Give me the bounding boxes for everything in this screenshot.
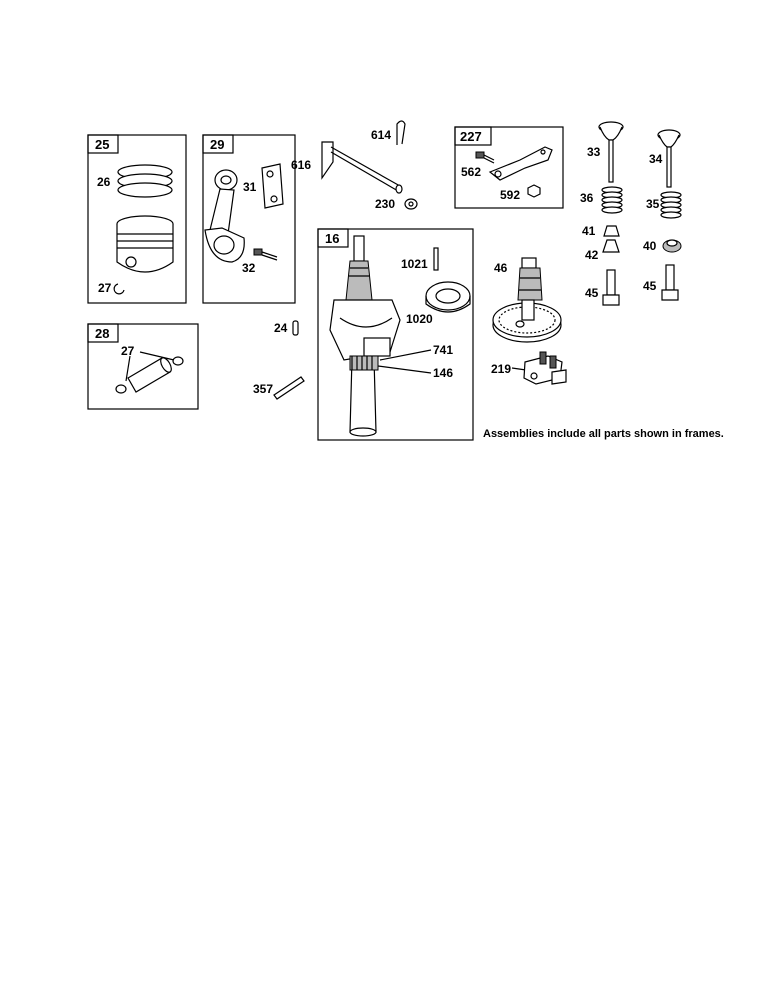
nut-icon <box>527 184 541 198</box>
governor-219-group: 219 <box>491 351 567 385</box>
part-146-label: 146 <box>433 366 453 380</box>
valve-spring-a-drawing <box>601 186 623 214</box>
part-40-label: 40 <box>643 239 657 253</box>
part-26-label: 26 <box>97 175 111 189</box>
part-592-label: 592 <box>500 188 520 202</box>
loose-parts-group: 24 357 <box>253 320 305 400</box>
part-41-label: 41 <box>582 224 596 238</box>
frame-16-label: 16 <box>325 231 339 246</box>
frame-16-crankshaft: 16 1021 1020 741 146 <box>317 228 474 441</box>
counterweight-ring-drawing <box>425 281 471 313</box>
part-46-label: 46 <box>494 261 508 275</box>
frame-25-label: 25 <box>95 137 109 152</box>
rod-bolt-drawing <box>253 248 278 261</box>
frame-227-label: 227 <box>460 129 482 144</box>
exhaust-valve-column: 34 35 40 45 <box>643 129 682 301</box>
part-616-label: 616 <box>291 158 311 172</box>
crankshaft-drawing <box>329 235 401 437</box>
governor-shaft-group: 616 614 230 <box>291 120 418 211</box>
frame-227-governor-lever: 227 562 592 <box>454 126 564 209</box>
dowel-pin-icon <box>292 320 299 336</box>
part-31-label: 31 <box>243 180 257 194</box>
part-562-label: 562 <box>461 165 481 179</box>
part-45-label-a: 45 <box>585 286 599 300</box>
frame-29-label: 29 <box>210 137 224 152</box>
frame-28-piston-pin: 28 27 <box>87 323 199 410</box>
piston-pin-drawing <box>127 357 172 393</box>
part-230-label: 230 <box>375 197 395 211</box>
part-27-label-b: 27 <box>121 344 135 358</box>
assemblies-note: Assemblies include all parts shown in fr… <box>483 428 724 440</box>
part-27-label-a: 27 <box>98 281 112 295</box>
frame-29-connecting-rod: 29 31 32 <box>202 134 296 304</box>
part-35-label: 35 <box>646 197 660 211</box>
dipper-plate-drawing <box>261 163 284 209</box>
tappet-a-drawing <box>602 269 620 306</box>
intake-valve-drawing <box>598 121 624 183</box>
exhaust-valve-drawing <box>657 129 681 188</box>
part-32-label: 32 <box>242 261 256 275</box>
valve-seal-40-drawing <box>662 239 682 253</box>
part-34-label: 34 <box>649 152 663 166</box>
part-42-label: 42 <box>585 248 599 262</box>
valve-spring-b-drawing <box>660 191 682 219</box>
part-614-label: 614 <box>371 128 391 142</box>
washer-icon <box>404 198 418 210</box>
valve-retainer-42-icon <box>602 239 620 253</box>
part-36-label: 36 <box>580 191 594 205</box>
pin-clip-icon-a <box>172 356 184 366</box>
connecting-rod-drawing <box>204 169 245 263</box>
tappet-b-drawing <box>661 264 679 301</box>
key-1021-icon <box>433 247 439 271</box>
part-357-label: 357 <box>253 382 273 396</box>
part-45-label-b: 45 <box>643 279 657 293</box>
intake-valve-column: 33 36 41 42 45 <box>580 121 624 306</box>
retainer-clip-icon <box>113 283 125 295</box>
pin-clip-icon-b <box>115 384 127 394</box>
part-33-label: 33 <box>587 145 601 159</box>
frame-28-label: 28 <box>95 326 109 341</box>
piston-rings-drawing <box>117 164 173 198</box>
part-741-label: 741 <box>433 343 453 357</box>
hitch-pin-icon <box>396 120 406 145</box>
piston-drawing <box>116 215 174 273</box>
part-1020-label: 1020 <box>406 312 433 326</box>
valve-cap-41-icon <box>603 225 620 237</box>
lever-screw-drawing <box>475 151 495 164</box>
frame-25-piston-assembly: 25 26 27 <box>87 134 187 304</box>
governor-lever-drawing <box>488 146 553 181</box>
pin-357-icon <box>273 376 305 400</box>
part-1021-label: 1021 <box>401 257 428 271</box>
governor-crank-drawing <box>321 141 334 180</box>
camshaft-group: 46 <box>492 257 562 343</box>
part-219-label: 219 <box>491 362 511 376</box>
part-24-label: 24 <box>274 321 288 335</box>
camshaft-drawing <box>492 257 562 343</box>
governor-assembly-drawing <box>523 351 567 385</box>
